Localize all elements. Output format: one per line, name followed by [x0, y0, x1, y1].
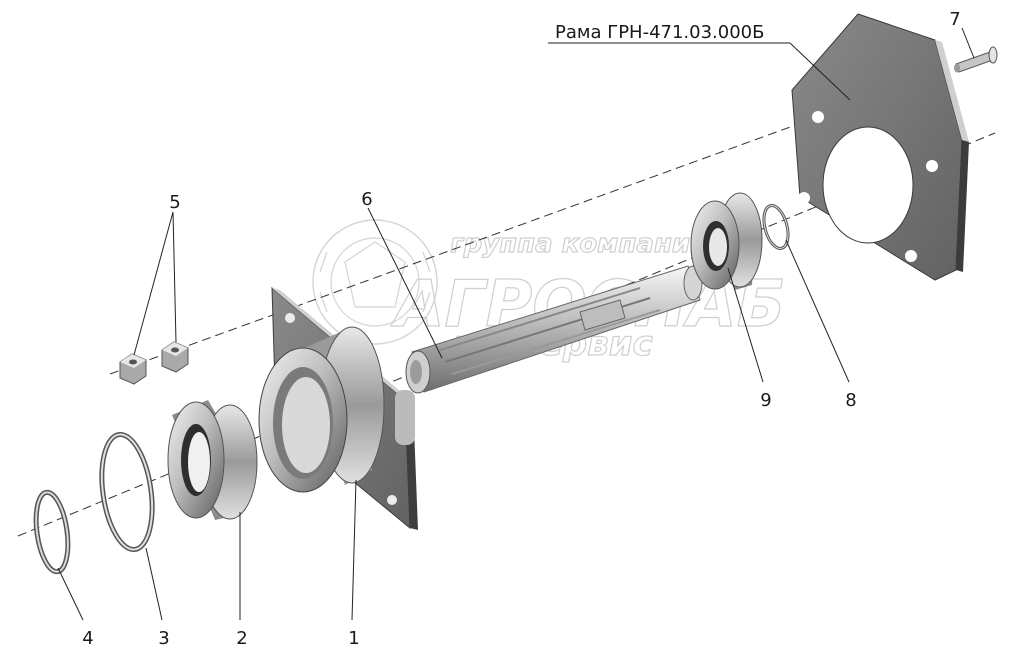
- part-label-5: 5: [169, 192, 180, 213]
- part-3-gasket-ring: [99, 431, 155, 553]
- frame-plate: [791, 13, 969, 281]
- part-label-8: 8: [845, 390, 856, 411]
- part-label-7: 7: [949, 9, 960, 30]
- labels: Рама ГРН-471.03.000Б 7 5 6 9 8 4 3 2 1: [82, 9, 960, 649]
- part-7-bolt: [954, 46, 998, 73]
- nut-left: [119, 353, 147, 385]
- leader-7: [961, 27, 975, 59]
- part-label-9: 9: [760, 390, 771, 411]
- part-6-splined-shaft: [405, 265, 703, 394]
- part-4-ring: [33, 489, 71, 575]
- leader-9: [727, 267, 764, 383]
- leader-title-diag: [789, 42, 851, 101]
- leader-8: [785, 239, 850, 383]
- leader-6: [367, 207, 443, 359]
- leader-5b: [172, 211, 177, 343]
- part-label-1: 1: [348, 628, 359, 649]
- part-9-bushing: [690, 192, 763, 290]
- part-1-flange-housing: [258, 286, 418, 530]
- leader-1: [351, 479, 357, 621]
- leader-4: [57, 567, 84, 621]
- leader-lines: [57, 27, 975, 621]
- part-label-2: 2: [236, 628, 247, 649]
- part-label-3: 3: [158, 628, 169, 649]
- leader-5a: [133, 211, 174, 356]
- nut-right: [161, 341, 189, 373]
- part-5-nuts: [119, 341, 189, 385]
- leader-3: [145, 547, 163, 621]
- part-label-4: 4: [82, 628, 93, 649]
- frame-title-label: Рама ГРН-471.03.000Б: [555, 22, 765, 43]
- part-2-bushing: [167, 400, 258, 520]
- watermark-line1: группа компаний: [450, 229, 708, 259]
- watermark-emblem-icon: [312, 219, 438, 345]
- part-8-o-ring: [762, 204, 790, 250]
- part-label-6: 6: [361, 189, 372, 210]
